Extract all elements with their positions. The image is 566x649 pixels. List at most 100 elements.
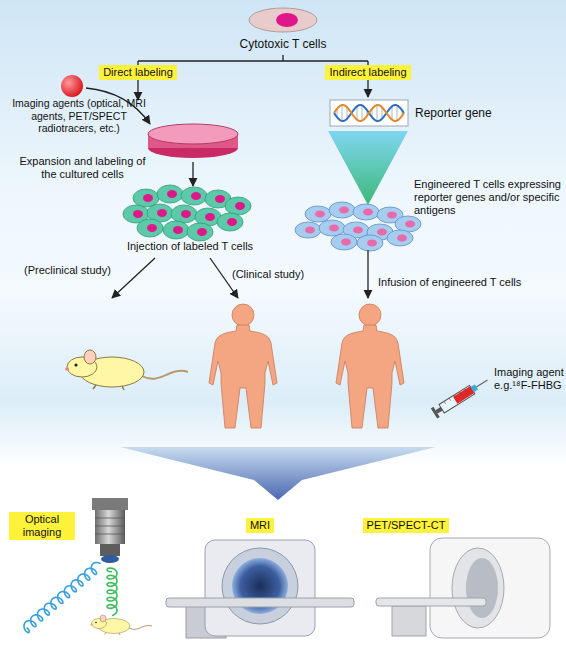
pet-scanner	[376, 538, 550, 638]
illustration-part	[205, 213, 215, 221]
illustration-part	[395, 216, 421, 232]
illustration-part	[295, 222, 321, 238]
box-text: Indirect labeling	[329, 66, 406, 79]
illustration-part	[357, 106, 358, 119]
illustration-part	[431, 407, 440, 419]
illustration-part	[205, 540, 315, 636]
illustration-part	[397, 235, 407, 242]
mouse	[91, 615, 152, 635]
illustration-part	[61, 75, 83, 97]
illustration-part	[181, 210, 191, 218]
injection-arrows	[112, 250, 368, 298]
illustration-part	[225, 197, 251, 215]
illustration-part	[133, 210, 143, 218]
illustration-part	[387, 230, 413, 246]
illustration-part	[353, 204, 379, 220]
illustration-part	[163, 221, 189, 239]
illustration-part	[157, 185, 183, 203]
illustration-part	[377, 105, 378, 121]
box-text: Optical imaging	[13, 513, 71, 539]
illustration-part	[100, 544, 120, 556]
illustration-part	[471, 384, 478, 392]
illustration-part	[181, 187, 207, 205]
illustration-part	[331, 234, 357, 250]
illustration-part	[376, 598, 486, 606]
illustration-part	[143, 194, 153, 202]
illustration-part	[148, 124, 238, 144]
illustration-part	[334, 105, 404, 121]
illustration-part	[377, 229, 387, 236]
annotation: Imaging agents (optical, MRI agents, PET…	[3, 97, 155, 135]
illustration-part	[319, 220, 345, 236]
highlight-box: PET/SPECT-CT	[363, 518, 450, 533]
illustration-part	[329, 202, 355, 218]
illustration-part	[171, 205, 197, 223]
illustration-part	[95, 510, 125, 544]
illustration-part	[173, 226, 183, 234]
illustration-part	[147, 224, 157, 232]
illustration-part	[187, 223, 213, 241]
illustration-part	[95, 518, 125, 534]
illustration-part	[439, 385, 475, 413]
illustration-part	[197, 228, 207, 236]
illustration-part	[330, 100, 408, 126]
highlight-box: Indirect labeling	[325, 65, 410, 80]
annotation: Injection of labeled T cells	[110, 240, 270, 253]
illustration-part	[387, 230, 413, 246]
illustration-part	[466, 558, 498, 618]
expansion-arrow	[192, 162, 193, 186]
illustration-part	[191, 192, 201, 200]
illustration-part	[305, 206, 331, 222]
illustration-part	[315, 211, 325, 218]
illustration-part	[276, 13, 298, 27]
annotation: Engineered T cells expressing reporter g…	[414, 178, 562, 218]
illustration-part	[357, 235, 383, 251]
illustration-part	[305, 206, 331, 222]
illustration-part	[331, 234, 357, 250]
illustration-part	[157, 209, 167, 217]
illustration-part	[395, 216, 421, 232]
annotation: Imaging agent e.g.¹⁸F-FHBG	[494, 366, 564, 392]
annotation: (Clinical study)	[232, 268, 332, 281]
human-figure	[336, 304, 404, 428]
syringe	[431, 375, 491, 419]
illustration-part	[215, 195, 225, 203]
illustration-part	[163, 221, 189, 239]
illustration-part	[334, 105, 404, 121]
illustration-part	[362, 105, 363, 120]
labeled-t-cells	[123, 185, 251, 241]
illustration-part	[107, 568, 117, 616]
illustration-part	[112, 258, 155, 298]
illustration-part	[353, 204, 379, 220]
annotation: Infusion of engineered T cells	[378, 276, 558, 289]
engineering-funnel	[328, 131, 408, 205]
illustration-part	[367, 250, 368, 298]
box-text: Direct labeling	[103, 66, 173, 79]
illustration-part	[342, 105, 343, 121]
illustration-part	[217, 213, 243, 231]
converge-arrow	[120, 447, 436, 500]
illustration-part	[222, 548, 298, 624]
illustration-part	[249, 8, 317, 32]
annotation: (Preclinical study)	[24, 264, 128, 277]
illustration-part	[227, 218, 237, 226]
illustration-part	[187, 223, 213, 241]
box-text: MRI	[250, 519, 270, 532]
mri-scanner	[166, 540, 354, 638]
illustration-part	[235, 202, 245, 210]
annotation: Expansion and labeling of the cultured c…	[15, 155, 150, 181]
illustration-part	[217, 213, 243, 231]
engineered-t-cells	[295, 202, 421, 251]
highlight-box: Direct labeling	[99, 65, 177, 80]
illustration-part	[329, 202, 355, 218]
illustration-part	[295, 222, 321, 238]
illustration-part	[397, 105, 398, 120]
box-text: PET/SPECT-CT	[367, 519, 446, 532]
illustration-part	[101, 555, 119, 563]
illustration-part	[453, 386, 474, 403]
illustration-part	[319, 220, 345, 236]
illustration-part	[166, 598, 354, 607]
illustration-part	[92, 498, 128, 510]
illustration-part	[24, 562, 101, 632]
